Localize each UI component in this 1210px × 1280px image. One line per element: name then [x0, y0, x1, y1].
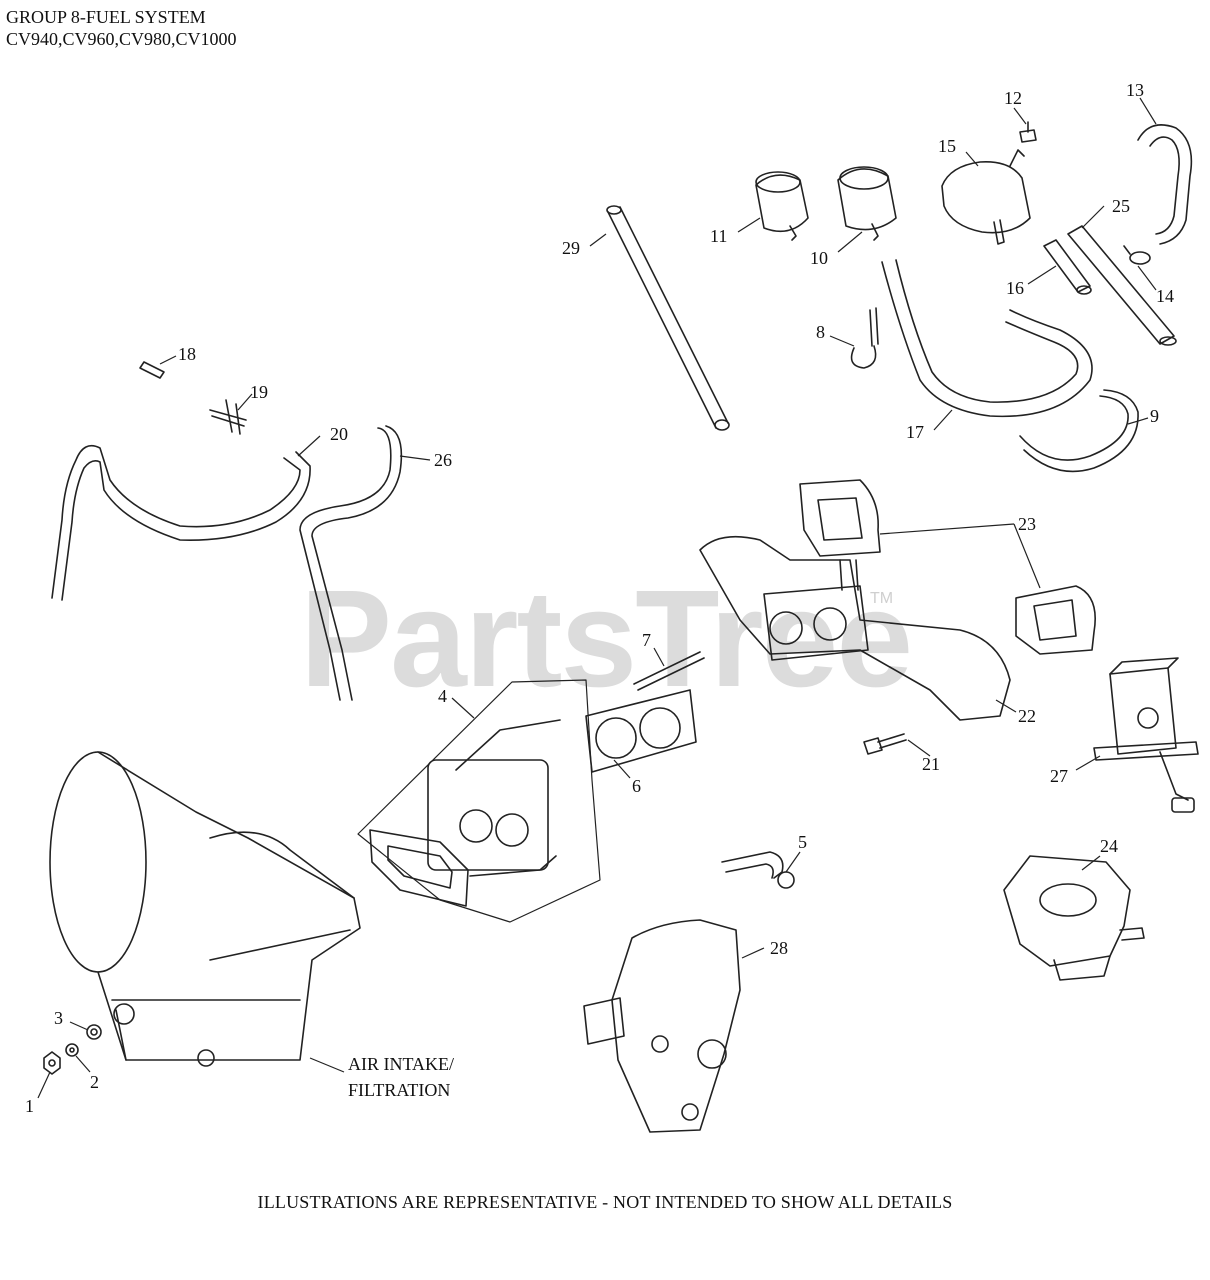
callout-labels: 1 2 3 4 5 6 7 8 9 10 11 12 13 14 15 16 1… — [25, 80, 1174, 1116]
callout-20: 20 — [330, 424, 348, 444]
part-29-tube[interactable] — [606, 205, 730, 431]
model-list: CV940,CV960,CV980,CV1000 — [6, 29, 237, 49]
callout-14: 14 — [1156, 286, 1174, 306]
callout-29: 29 — [562, 238, 580, 258]
part-26-hose[interactable] — [299, 425, 403, 701]
part-23-gaskets[interactable] — [799, 479, 1096, 655]
diagram-header: GROUP 8-FUEL SYSTEM CV940,CV960,CV980,CV… — [6, 6, 237, 50]
part-28-plate[interactable] — [583, 919, 741, 1133]
callout-9: 9 — [1150, 406, 1159, 426]
callout-4: 4 — [438, 686, 447, 706]
part-5-elbow[interactable] — [721, 851, 795, 889]
assembly-label-line2: FILTRATION — [348, 1080, 450, 1100]
part-6-gasket[interactable] — [585, 689, 697, 773]
callout-19: 19 — [250, 382, 268, 402]
callout-26: 26 — [434, 450, 452, 470]
part-25-hose[interactable] — [1067, 225, 1177, 346]
part-12-screw[interactable] — [1019, 121, 1037, 143]
part-22-intake-manifold[interactable] — [699, 535, 1011, 721]
part-17-corrugated-hose[interactable] — [881, 259, 1093, 418]
callout-21: 21 — [922, 754, 940, 774]
callout-12: 12 — [1004, 88, 1022, 108]
callout-16: 16 — [1006, 278, 1024, 298]
part-24-throttle-body[interactable] — [1003, 855, 1145, 981]
callout-6: 6 — [632, 776, 641, 796]
part-15-fuel-pump[interactable] — [941, 149, 1031, 245]
part-11-fuel-filter[interactable] — [755, 171, 809, 241]
part-10-fuel-filter[interactable] — [837, 166, 897, 241]
assembly-label-line1: AIR INTAKE/ — [348, 1054, 454, 1074]
part-2-lockwasher[interactable] — [65, 1043, 79, 1057]
callout-15: 15 — [938, 136, 956, 156]
callout-23: 23 — [1018, 514, 1036, 534]
callout-1: 1 — [25, 1096, 34, 1116]
part-3-washer[interactable] — [86, 1024, 102, 1040]
part-19-fitting[interactable] — [209, 399, 247, 435]
part-1-nut[interactable] — [43, 1051, 61, 1075]
part-14-clamp[interactable] — [1123, 245, 1151, 265]
part-8-clamp[interactable] — [850, 307, 879, 369]
callout-8: 8 — [816, 322, 825, 342]
part-18-pin[interactable] — [139, 361, 165, 379]
watermark-tm: TM — [870, 590, 894, 607]
callout-27: 27 — [1050, 766, 1068, 786]
callout-22: 22 — [1018, 706, 1036, 726]
part-9-corrugated-hose[interactable] — [1019, 389, 1139, 473]
part-27-sensor[interactable] — [1093, 657, 1199, 813]
part-4-gasket[interactable] — [369, 829, 469, 907]
callout-10: 10 — [810, 248, 828, 268]
part-20-tube[interactable] — [51, 444, 311, 601]
callout-24: 24 — [1100, 836, 1118, 856]
callout-11: 11 — [710, 226, 727, 246]
callout-13: 13 — [1126, 80, 1144, 100]
part-21-bolt[interactable] — [863, 733, 907, 755]
part-4-carburetor-assembly[interactable] — [357, 679, 601, 923]
callout-25: 25 — [1112, 196, 1130, 216]
callout-18: 18 — [178, 344, 196, 364]
callout-17: 17 — [906, 422, 924, 442]
group-title: GROUP 8-FUEL SYSTEM — [6, 7, 206, 27]
callout-5: 5 — [798, 832, 807, 852]
part-13-hose[interactable] — [1137, 124, 1193, 245]
watermark: PartsTree — [300, 562, 913, 716]
callout-3: 3 — [54, 1008, 63, 1028]
part-16-short-hose[interactable] — [1043, 239, 1092, 295]
callout-7: 7 — [642, 630, 651, 650]
disclaimer-footer: ILLUSTRATIONS ARE REPRESENTATIVE - NOT I… — [257, 1192, 953, 1212]
callout-28: 28 — [770, 938, 788, 958]
parts-diagram: 1 2 3 4 5 6 7 8 9 10 11 12 13 14 15 16 1… — [25, 80, 1199, 1133]
callout-2: 2 — [90, 1072, 99, 1092]
part-7-stud[interactable] — [633, 651, 705, 691]
leader-lines — [37, 97, 1157, 1099]
air-intake-filtration-assembly[interactable] — [49, 751, 361, 1067]
